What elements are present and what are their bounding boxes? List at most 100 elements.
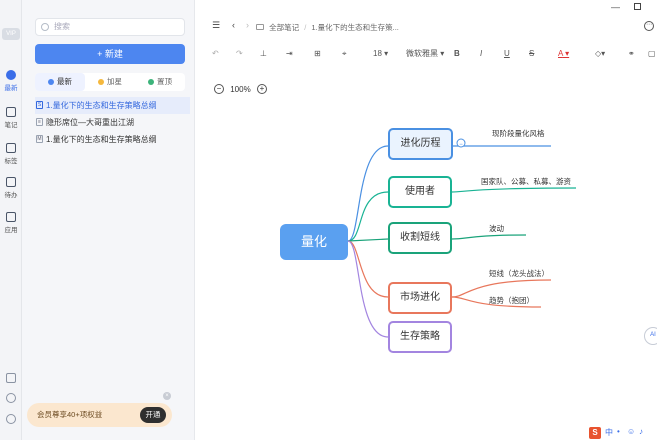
mindmap-leaf[interactable]: 短线（龙头战法） <box>489 269 549 278</box>
maximize-icon[interactable] <box>634 3 641 10</box>
tab-latest[interactable]: 最新 <box>35 73 85 91</box>
tab-pinned[interactable]: 置顶 <box>135 73 185 91</box>
promo-text: 会员尊享40+项权益 <box>37 410 103 419</box>
mindmap-leaf[interactable]: 波动 <box>489 224 504 233</box>
forward-icon[interactable]: › <box>246 20 249 30</box>
undo-icon[interactable]: ↶ <box>212 49 219 58</box>
insert-sibling-icon[interactable]: ⊥ <box>260 49 267 58</box>
back-icon[interactable]: ‹ <box>232 20 235 30</box>
rail-item-todo[interactable]: 待办 <box>0 177 22 199</box>
mindmap-file-icon: S <box>36 101 43 109</box>
edge-to-市场进化 <box>347 240 389 298</box>
star-icon <box>98 78 104 85</box>
breadcrumb-current: 1.量化下的生态和生存策... <box>311 23 399 32</box>
ime-logo-icon: S <box>589 427 601 439</box>
clock-icon <box>48 78 54 85</box>
note-title: 隐形席位—大哥重出江湖 <box>46 118 134 127</box>
search-input[interactable]: 搜索 <box>35 18 185 36</box>
close-icon[interactable]: × <box>163 392 171 400</box>
app-logo: VIP <box>2 28 20 40</box>
font-size-select[interactable]: 18 ▾ <box>373 49 389 58</box>
mindmap-root-node[interactable]: 量化 <box>280 224 348 260</box>
font-color-button[interactable]: A ▾ <box>558 49 570 58</box>
breadcrumb-root[interactable]: 全部笔记 <box>269 23 300 32</box>
emoji-icon[interactable]: ☺ <box>627 427 636 436</box>
list-item[interactable]: S 1.量化下的生态和生存策略总纲 <box>35 97 190 114</box>
ime-status-bar: S 中 • ☺ ♪ <box>587 426 657 440</box>
note-title: 1.量化下的生态和生存策略总纲 <box>46 135 157 144</box>
sync-icon[interactable] <box>6 393 16 403</box>
strike-button[interactable]: S <box>529 49 535 58</box>
pin-icon <box>148 78 154 85</box>
format-toolbar: ↶ ↷ ⊥ ⇥ ⊞ ⌖ 18 ▾ 微软雅黑 ▾ B I U S A ▾ ◇▾ ⚭… <box>208 46 656 62</box>
edge-to-进化历程 <box>347 145 389 242</box>
search-icon <box>41 23 49 31</box>
redo-icon[interactable]: ↷ <box>236 49 243 58</box>
new-note-button[interactable]: + 新建 <box>35 44 185 64</box>
font-family-select[interactable]: 微软雅黑 ▾ <box>406 49 445 58</box>
bold-button[interactable]: B <box>454 49 460 58</box>
image-icon[interactable]: ▢ <box>648 49 656 58</box>
mindmap-node-生存策略[interactable]: 生存策略 <box>388 321 452 353</box>
rail-item-notes[interactable]: 笔记 <box>0 107 22 129</box>
doc-file-icon: ≡ <box>36 118 43 126</box>
sidebar-tabs: 最新 加星 置顶 <box>35 73 185 91</box>
note-list: S 1.量化下的生态和生存策略总纲 ≡ 隐形席位—大哥重出江湖 M 1.量化下的… <box>35 97 190 148</box>
fill-color-icon[interactable]: ◇▾ <box>595 49 606 58</box>
ime-mode[interactable]: 中 <box>605 428 613 437</box>
zoom-out-button[interactable]: − <box>214 84 224 94</box>
minimize-icon[interactable]: — <box>611 2 620 12</box>
tab-starred[interactable]: 加星 <box>85 73 135 91</box>
edge-to-收割短线 <box>347 238 389 242</box>
edge-leaf-2 <box>451 187 577 193</box>
rail-item-latest[interactable]: 最新 <box>0 70 22 92</box>
zoom-value: 100% <box>230 84 251 94</box>
vip-promo-banner: 会员尊享40+项权益 开通 <box>27 403 172 427</box>
mindmap-leaf[interactable]: 趋势（抱团） <box>489 296 534 305</box>
mindmap-leaf[interactable]: 国家队、公募、私募、游资 <box>481 177 571 186</box>
italic-button[interactable]: I <box>480 49 483 58</box>
edge-to-使用者 <box>347 191 389 242</box>
note-icon <box>6 107 16 117</box>
rail-item-apps[interactable]: 应用 <box>0 212 22 234</box>
link-icon[interactable]: ⚭ <box>628 49 635 58</box>
punctuation-icon[interactable]: • <box>617 427 620 436</box>
note-sidebar: 搜索 + 新建 最新 加星 置顶 S 1.量化下的生态和生存策略总纲 ≡ 隐形席… <box>22 0 195 440</box>
collapse-node-icon: − <box>459 142 463 148</box>
breadcrumb: 全部笔记 / 1.量化下的生态和生存策... <box>256 22 399 33</box>
mindmap-node-收割短线[interactable]: 收割短线 <box>388 222 452 254</box>
insert-child-icon[interactable]: ⇥ <box>286 49 293 58</box>
folder-icon <box>256 24 264 30</box>
mindmap-node-使用者[interactable]: 使用者 <box>388 176 452 208</box>
trash-icon[interactable] <box>6 373 16 383</box>
collapse-sidebar-icon[interactable]: ☰ <box>212 20 221 30</box>
mindmap-node-进化历程[interactable]: 进化历程 <box>388 128 453 160</box>
editor-header: ☰ ‹ › 全部笔记 / 1.量化下的生态和生存策... ⋯ <box>196 18 657 38</box>
underline-button[interactable]: U <box>504 49 510 58</box>
list-item[interactable]: M 1.量化下的生态和生存策略总纲 <box>35 131 190 148</box>
zoom-in-button[interactable]: + <box>256 84 267 94</box>
rail-item-tags[interactable]: 标签 <box>0 143 22 165</box>
mindmap-canvas: − <box>347 138 577 338</box>
edge-leaf-3 <box>451 234 527 240</box>
activate-vip-button[interactable]: 开通 <box>140 407 166 423</box>
edge-to-生存策略 <box>347 240 389 338</box>
zoom-control: − 100% + <box>210 84 271 94</box>
clock-icon <box>6 70 16 80</box>
editor-area: ☰ ‹ › 全部笔记 / 1.量化下的生态和生存策... ⋯ — ↶ ↷ ⊥ ⇥… <box>196 0 657 440</box>
mindmap-node-市场进化[interactable]: 市场进化 <box>388 282 452 314</box>
collapse-node-button <box>456 138 466 148</box>
ai-assistant-button[interactable]: AI <box>644 327 657 345</box>
list-item[interactable]: ≡ 隐形席位—大哥重出江湖 <box>35 114 190 131</box>
checkbox-icon <box>6 177 16 187</box>
app-rail: VIP 最新 笔记 标签 待办 应用 <box>0 0 22 440</box>
mindmap-leaf[interactable]: 现阶段量化风格 <box>492 129 545 138</box>
search-placeholder: 搜索 <box>54 22 70 31</box>
settings-icon[interactable] <box>6 414 16 424</box>
microphone-icon[interactable]: ♪ <box>639 427 643 436</box>
tag-icon <box>6 143 16 153</box>
more-icon[interactable]: ⋯ <box>644 21 654 31</box>
markdown-file-icon: M <box>36 135 43 143</box>
insert-parent-icon[interactable]: ⊞ <box>314 49 321 58</box>
location-icon[interactable]: ⌖ <box>342 49 347 58</box>
